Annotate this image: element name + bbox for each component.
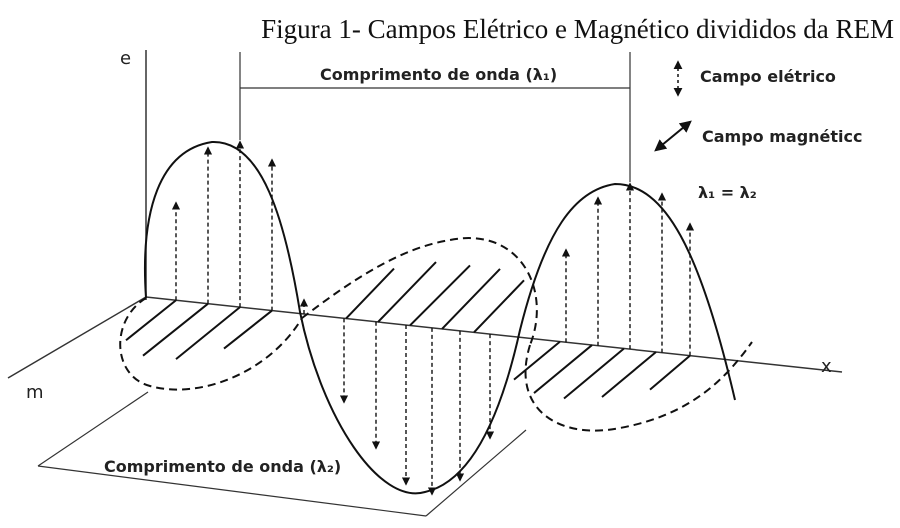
- magnetic-wave-curve-3: [524, 341, 753, 432]
- magnetic-field-arrow: [563, 347, 625, 400]
- magnetic-field-arrow: [533, 344, 593, 394]
- legend-magnetic-arrow: [654, 120, 692, 152]
- magnetic-field-arrows: [125, 261, 691, 400]
- wavelength-bottom-label: Comprimento de onda (λ₂): [104, 457, 341, 476]
- e-axis-label: e: [120, 48, 131, 69]
- m-axis-label: m: [26, 382, 44, 403]
- m-axis: [7, 296, 147, 379]
- magnetic-field-arrow: [473, 279, 525, 334]
- magnetic-field-arrow: [223, 309, 273, 350]
- wavelength-bottom-right-tick: [425, 429, 527, 517]
- magnetic-wave-curve-2: [301, 237, 538, 346]
- magnetic-field-arrow: [175, 306, 241, 360]
- magnetic-field-arrow: [441, 268, 501, 330]
- legend-magnetic-label: Campo magnéticc: [702, 127, 863, 146]
- magnetic-field-arrow: [377, 261, 437, 323]
- magnetic-field-arrow: [409, 264, 471, 327]
- wavelength-top-label: Comprimento de onda (λ₁): [320, 65, 557, 84]
- magnetic-field-arrow: [601, 351, 657, 398]
- magnetic-field-arrow: [513, 340, 561, 381]
- wavelength-bottom-left-tick: [37, 391, 149, 467]
- electric-wave-curve: [144, 140, 736, 495]
- x-axis-label: x: [821, 356, 832, 377]
- magnetic-field-arrow: [142, 302, 209, 357]
- legend-electric-label: Campo elétrico: [700, 67, 836, 86]
- wavelength-bottom-bar: [37, 465, 427, 517]
- magnetic-wave-curve-1: [119, 297, 303, 391]
- figure-caption: Figura 1- Campos Elétrico e Magnético di…: [261, 14, 894, 44]
- legend-wavelength-equality: λ₁ = λ₂: [698, 183, 757, 202]
- magnetic-field-arrow: [345, 267, 395, 320]
- electric-field-arrows: [171, 140, 695, 496]
- magnetic-field-arrow: [125, 299, 177, 342]
- magnetic-field-arrow: [649, 354, 691, 391]
